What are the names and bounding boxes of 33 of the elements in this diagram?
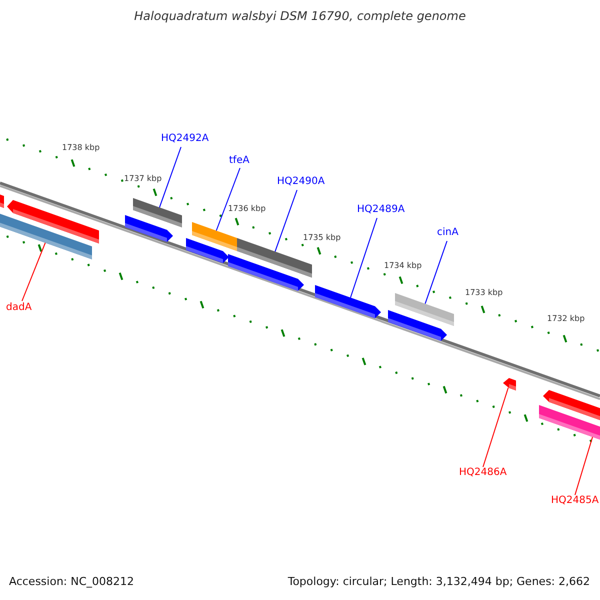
gene-bar bbox=[133, 198, 182, 228]
gene-label: HQ2489A bbox=[357, 204, 405, 216]
scale-label: 1733 kbp bbox=[465, 288, 503, 298]
gene-label: HQ2486A bbox=[459, 467, 507, 479]
gene-block bbox=[7, 200, 99, 244]
title: Haloquadratum walsbyi DSM 16790, complete genome bbox=[133, 9, 467, 23]
scale-label: 1737 kbp bbox=[124, 174, 162, 184]
leader-line bbox=[274, 190, 298, 252]
scale-label: 1736 kbp bbox=[228, 204, 266, 214]
gene-label: dadA bbox=[6, 302, 32, 314]
leader-line bbox=[22, 242, 46, 302]
gene-bar bbox=[192, 222, 237, 251]
genome-stats-text: Topology: circular; Length: 3,132,494 bp; Genes: 2,662 bbox=[288, 575, 590, 589]
gene-bar bbox=[395, 293, 454, 326]
leader-line bbox=[482, 387, 509, 468]
gene-block bbox=[543, 390, 600, 422]
scale-label: 1738 kbp bbox=[62, 143, 100, 153]
gene-label: HQ2485A bbox=[551, 495, 599, 507]
gene-label: cinA bbox=[437, 227, 458, 239]
scale-label: 1734 kbp bbox=[384, 261, 422, 271]
gene-block bbox=[315, 285, 381, 318]
gene-block bbox=[503, 378, 516, 390]
scale-label: 1735 kbp bbox=[303, 233, 341, 243]
leader-line bbox=[424, 240, 448, 304]
gene-label: HQ2490A bbox=[277, 176, 325, 188]
leader-line bbox=[216, 168, 240, 232]
gene-label: HQ2492A bbox=[161, 133, 209, 145]
gene-label: tfeA bbox=[229, 155, 250, 167]
leader-line bbox=[350, 218, 378, 298]
scale-label: 1732 kbp bbox=[547, 314, 585, 324]
leader-line bbox=[159, 146, 182, 208]
accession-text: Accession: NC_008212 bbox=[9, 575, 134, 589]
leader-line bbox=[574, 436, 594, 496]
